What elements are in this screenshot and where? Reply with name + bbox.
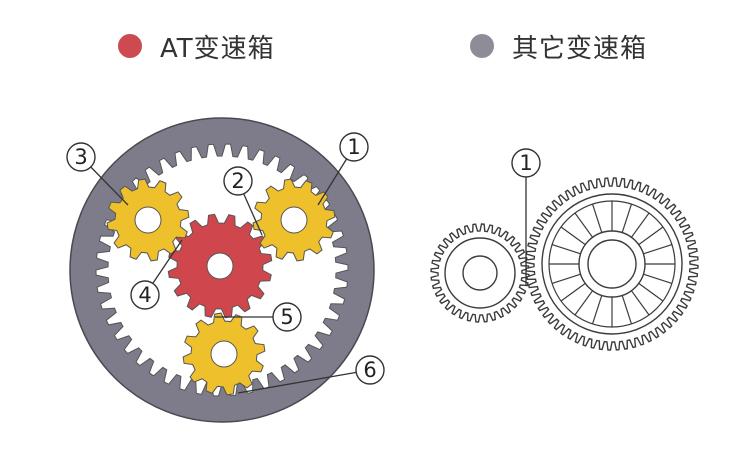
small-gear-hub <box>462 255 498 291</box>
callout-leader-n3 <box>90 166 129 206</box>
large-gear-spoke <box>574 290 594 316</box>
large-gear-spoke <box>643 243 673 255</box>
large-gear-spoke <box>551 243 581 255</box>
legend-other-dot <box>470 34 494 58</box>
callout-label-n6: 6 <box>363 358 376 382</box>
large-gear-rim <box>541 193 683 335</box>
planetary-gearset <box>69 117 375 423</box>
callout-circle-n4 <box>130 280 160 310</box>
callout-leaders <box>90 158 527 394</box>
callout-label-n5: 5 <box>280 305 293 329</box>
large-gear-spoke <box>621 295 633 325</box>
sun-gear-hub <box>206 252 234 280</box>
large-gear-spoke <box>560 282 586 302</box>
callout-circle-n3 <box>66 142 96 172</box>
large-gear-spoke <box>638 226 664 246</box>
large-gear-spoke <box>560 226 586 246</box>
large-gear-spoke <box>574 212 594 238</box>
planet-gear-left-hub <box>134 206 162 234</box>
large-gear-spoke <box>630 290 650 316</box>
callout-leader-n1 <box>317 158 348 206</box>
legend-at: AT变速箱 <box>118 26 275 66</box>
large-gear-spoke <box>621 203 633 233</box>
small-gear <box>430 223 530 323</box>
planet-gear-right-hub <box>280 206 308 234</box>
callout-label-other_n1: 1 <box>519 151 532 175</box>
callout-circle-other_n1 <box>511 148 541 178</box>
large-gear-spoke <box>643 273 673 285</box>
callout-leader-n4 <box>152 239 183 284</box>
large-gear-spoke <box>638 282 664 302</box>
large-gear-spoke <box>591 203 603 233</box>
callout-circle-n2 <box>223 166 253 196</box>
large-gear-bore <box>587 239 637 289</box>
legend-at-dot <box>118 34 142 58</box>
callout-label-n4: 4 <box>138 283 151 307</box>
callout-circle-n6 <box>355 355 385 385</box>
callout-label-n1: 1 <box>347 135 360 159</box>
callout-circle-n5 <box>272 302 302 332</box>
callouts: 3 2 1 4 5 6 1 <box>66 132 541 385</box>
legend-other: 其它变速箱 <box>470 26 647 66</box>
callout-label-n2: 2 <box>231 169 244 193</box>
large-gear-spoke <box>630 212 650 238</box>
planet-gear-bottom-hub <box>210 340 238 368</box>
callout-label-n3: 3 <box>74 145 87 169</box>
legend-other-label: 其它变速箱 <box>512 33 648 64</box>
legend-at-label: AT变速箱 <box>160 33 275 64</box>
conventional-gearset <box>430 177 699 351</box>
callout-leader-n6 <box>237 371 357 394</box>
large-gear-spoke <box>551 273 581 285</box>
callout-circle-n1 <box>339 132 369 162</box>
small-gear-rim <box>444 237 516 309</box>
large-gear-spoke <box>591 295 603 325</box>
callout-leader-n2 <box>243 193 263 236</box>
